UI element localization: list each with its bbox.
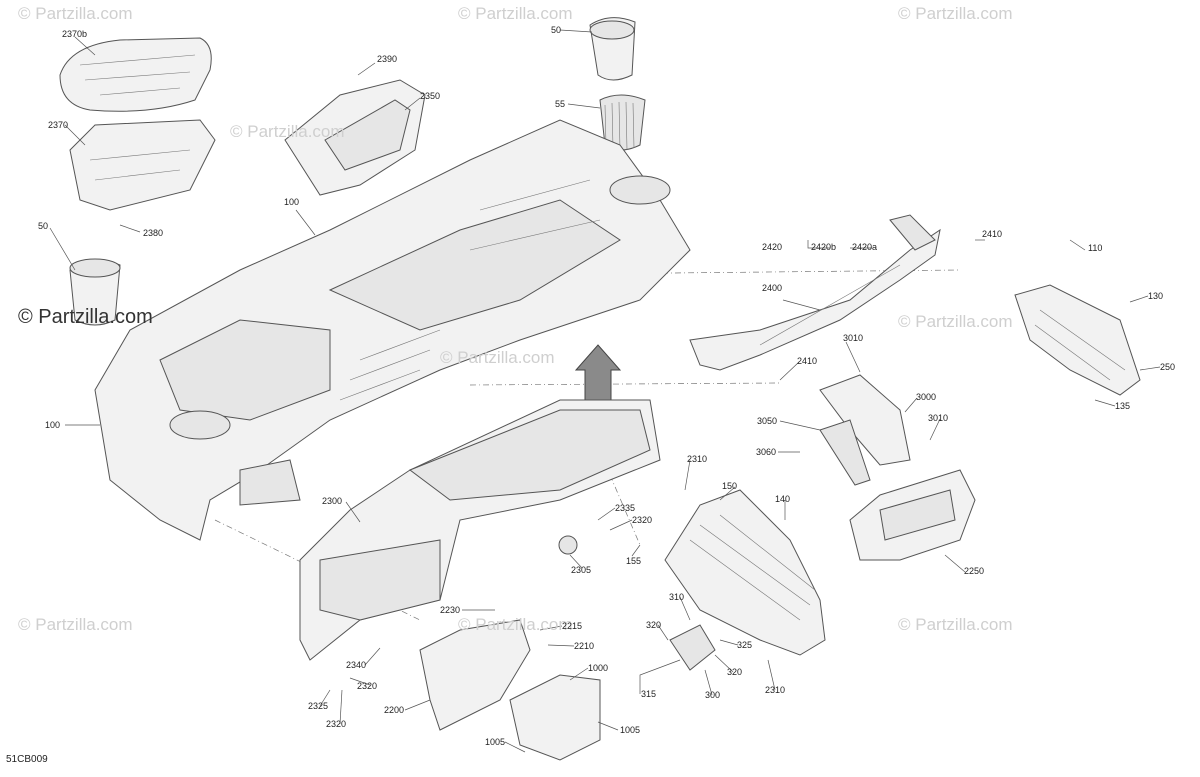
watermark: © Partzilla.com — [458, 615, 573, 634]
part-2200-bracket — [419, 619, 531, 731]
part-label: 2215 — [562, 621, 583, 631]
leader-lines — [49, 29, 1161, 753]
part-label: 135 — [1115, 401, 1131, 411]
part-label: 310 — [669, 592, 685, 602]
part-label: 250 — [1160, 362, 1176, 372]
part-50-cup-left — [69, 258, 121, 326]
part-label: 315 — [641, 689, 657, 699]
part-label: 2350 — [420, 91, 441, 101]
part-label: 130 — [1148, 291, 1164, 301]
brand-watermark: © Partzilla.com — [18, 306, 153, 328]
part-label: 2200 — [384, 705, 405, 715]
part-label: 50 — [38, 221, 49, 231]
part-label: 2310 — [687, 454, 708, 464]
part-2250-panel — [849, 469, 976, 561]
part-label: 2370b — [62, 29, 88, 39]
part-label: 50 — [551, 25, 562, 35]
part-label: 55 — [555, 99, 566, 109]
part-label: 1000 — [588, 663, 609, 673]
part-label: 2210 — [574, 641, 595, 651]
part-label: 325 — [737, 640, 753, 650]
part-label: 3010 — [928, 413, 949, 423]
part-label: 2320 — [326, 719, 347, 729]
part-label: 2410 — [797, 356, 818, 366]
watermark: © Partzilla.com — [18, 4, 133, 23]
part-2370-tray — [69, 119, 216, 211]
part-label: 2420b — [811, 242, 837, 252]
part-label: 2250 — [964, 566, 985, 576]
watermark: © Partzilla.com — [898, 615, 1013, 634]
part-label: 2410 — [982, 229, 1003, 239]
part-250-bracket — [1014, 284, 1141, 396]
part-label: 140 — [775, 494, 791, 504]
part-label: 2420 — [762, 242, 783, 252]
part-label: 2380 — [143, 228, 164, 238]
part-label: 100 — [45, 420, 61, 430]
part-50-cup-top — [589, 17, 636, 81]
part-label: 3060 — [756, 447, 777, 457]
part-3050-brace — [819, 419, 871, 486]
part-label: 2305 — [571, 565, 592, 575]
part-label: 2230 — [440, 605, 461, 615]
part-label: 110 — [1088, 243, 1103, 253]
part-label: 2390 — [377, 54, 398, 64]
part-label: 320 — [727, 667, 743, 677]
diagram-code: 51CB009 — [6, 754, 48, 765]
watermark: © Partzilla.com — [898, 4, 1013, 23]
part-label: 2400 — [762, 283, 783, 293]
part-150-housing — [664, 489, 826, 656]
part-label: 100 — [284, 197, 300, 207]
watermark: © Partzilla.com — [898, 312, 1013, 331]
watermark: © Partzilla.com — [18, 615, 133, 634]
part-label: 150 — [722, 481, 738, 491]
part-label: 2370 — [48, 120, 69, 130]
part-100-dashboard — [94, 119, 691, 541]
part-label: 1005 — [620, 725, 641, 735]
part-label: 300 — [705, 690, 721, 700]
part-label: 1005 — [485, 737, 506, 747]
part-label: 2300 — [322, 496, 343, 506]
part-label: 2340 — [346, 660, 367, 670]
watermark: © Partzilla.com — [440, 348, 555, 367]
part-label: 155 — [626, 556, 642, 566]
part-label: 2335 — [615, 503, 636, 513]
watermark: © Partzilla.com — [458, 4, 573, 23]
watermark: © Partzilla.com — [230, 122, 345, 141]
part-label: 2320 — [357, 681, 378, 691]
part-label: 3000 — [916, 392, 937, 402]
part-label: 2420a — [852, 242, 878, 252]
part-2400-bar — [689, 214, 941, 371]
part-2370b-lid — [59, 37, 212, 112]
part-1000-cover — [509, 674, 601, 761]
part-300-switch — [669, 624, 716, 671]
part-label: 320 — [646, 620, 662, 630]
part-label: 2325 — [308, 701, 329, 711]
part-2300-lower-tray — [299, 399, 661, 661]
part-label: 2310 — [765, 685, 786, 695]
part-2305-knob — [558, 535, 578, 555]
part-label: 2320 — [632, 515, 653, 525]
part-label: 3050 — [757, 416, 778, 426]
part-label: 3010 — [843, 333, 864, 343]
part-2350-panel — [284, 79, 426, 196]
